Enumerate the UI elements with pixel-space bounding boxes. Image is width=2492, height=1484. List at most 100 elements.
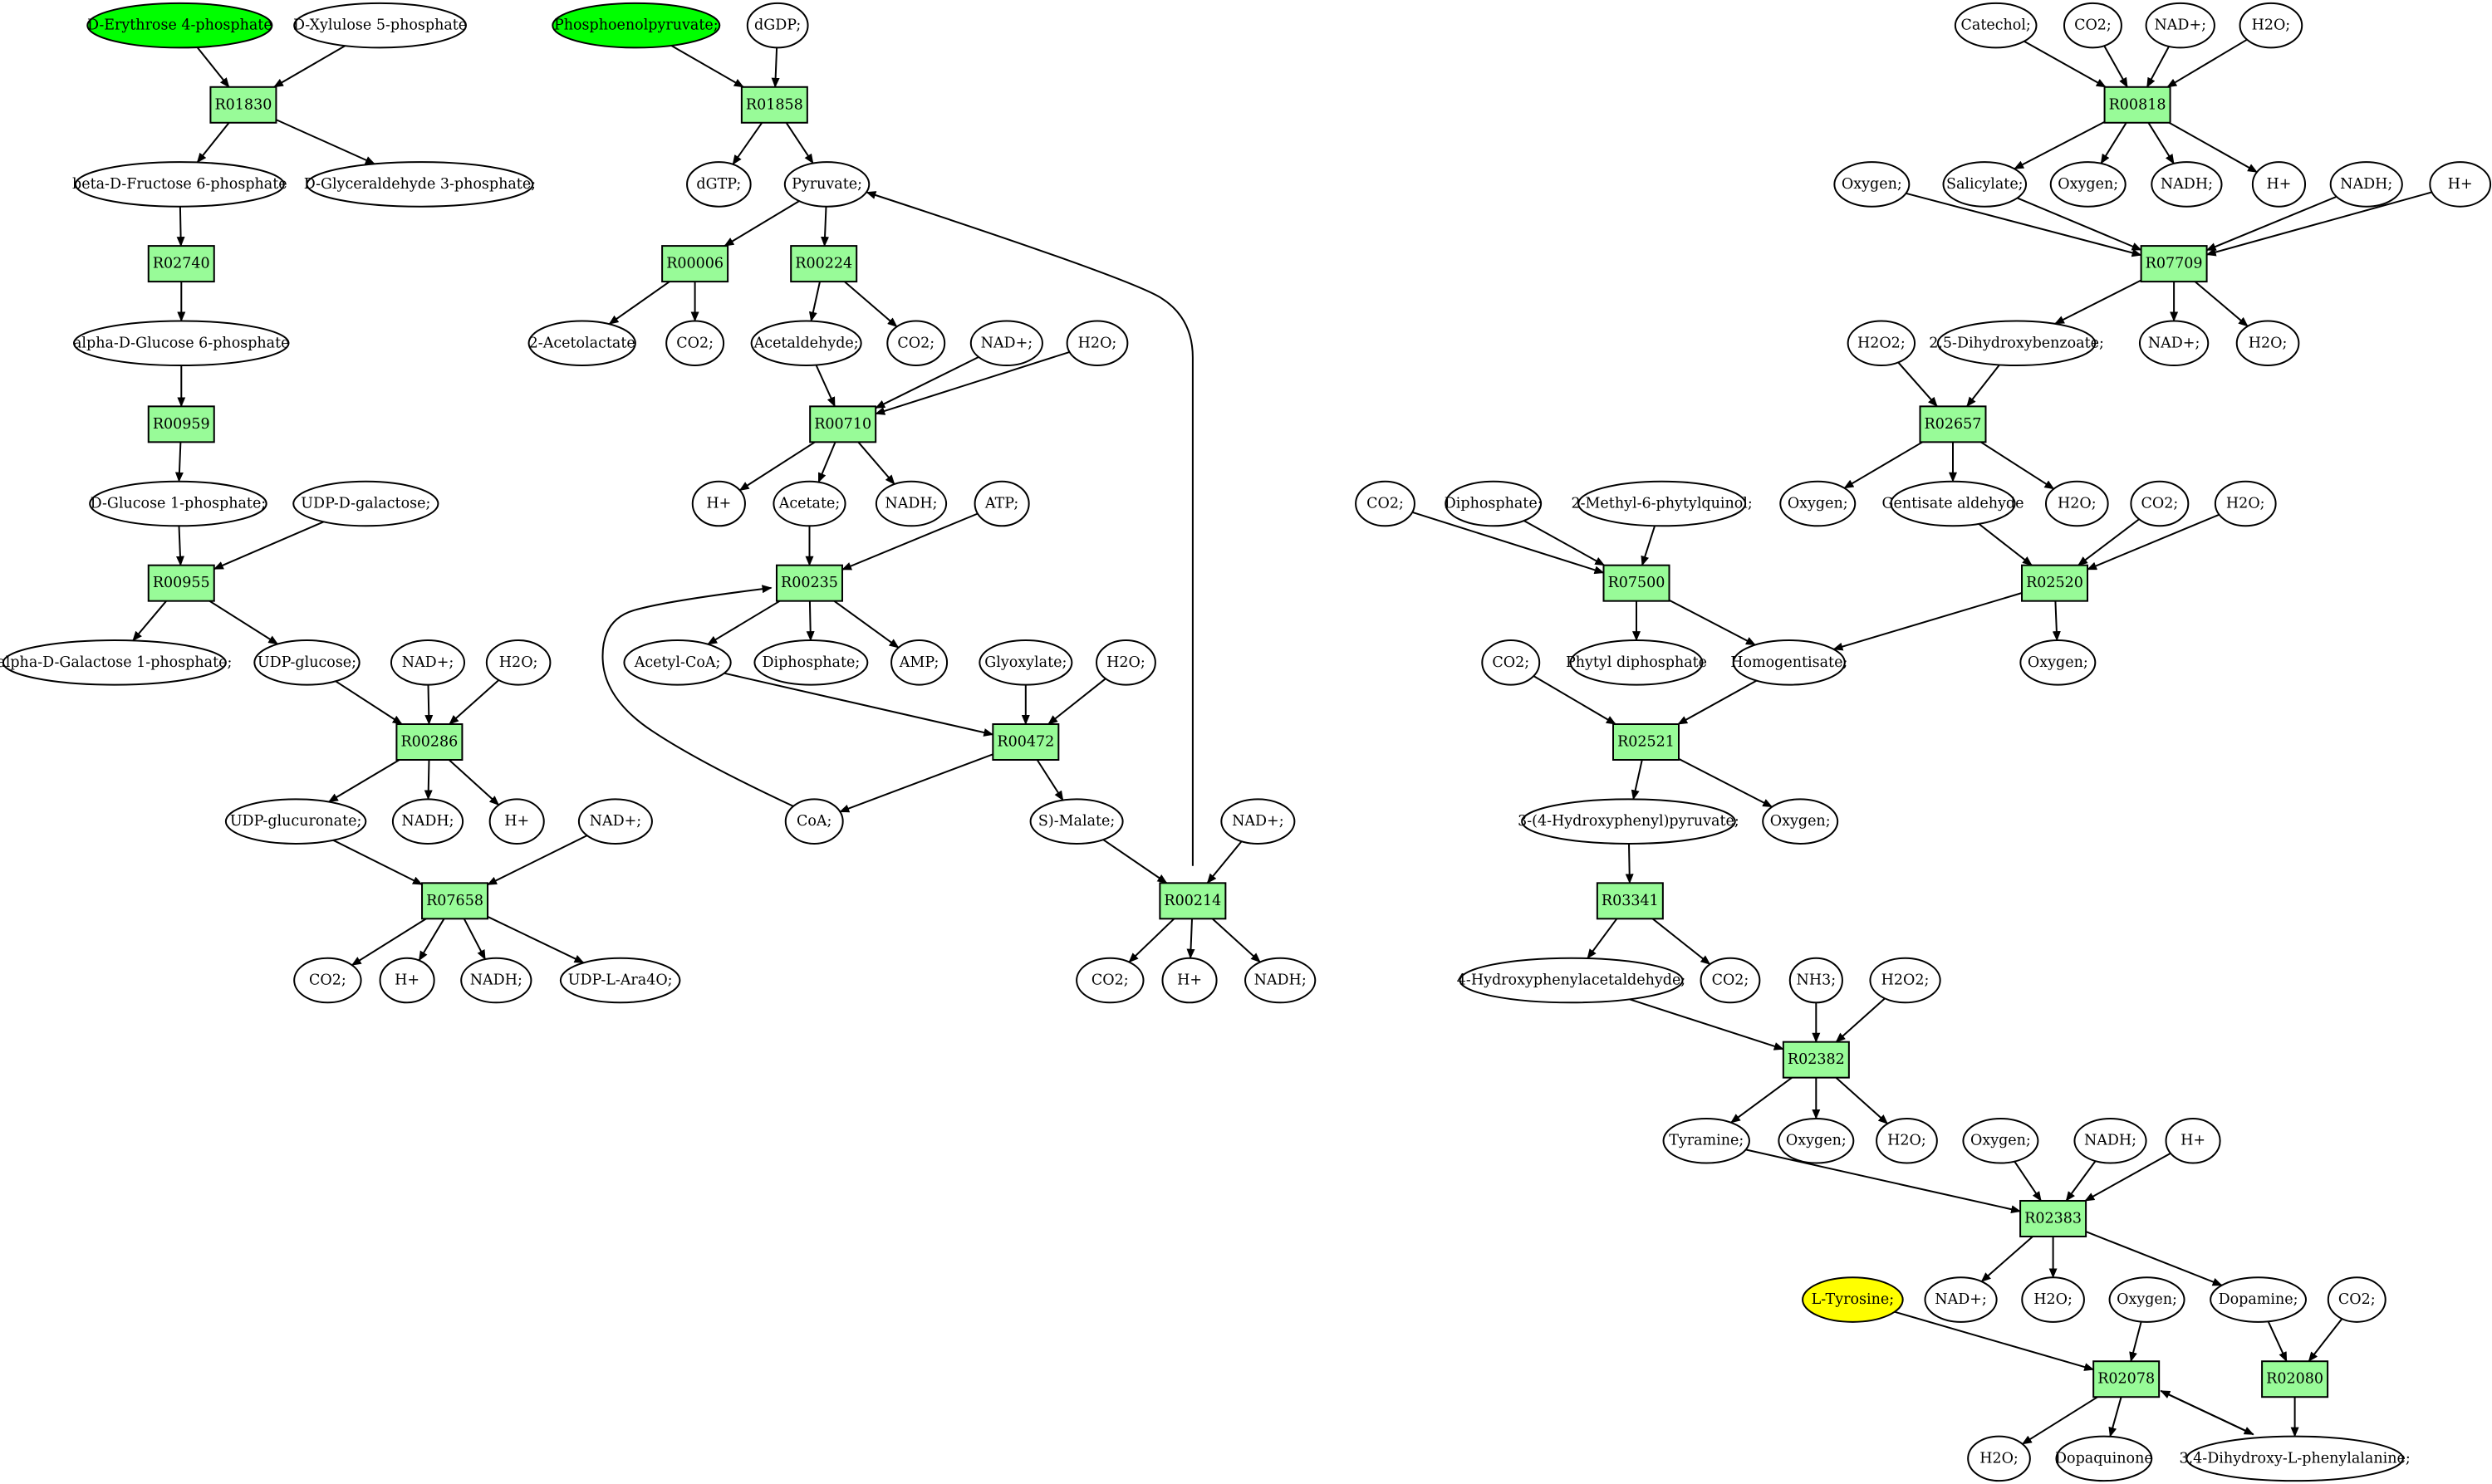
- metabolite-node-m_catechol[interactable]: Catechol;: [1954, 2, 2038, 49]
- metabolite-node-m_amp[interactable]: AMP;: [890, 639, 949, 686]
- metabolite-node-m_dhb[interactable]: 2,5-Dihydroxybenzoate;: [1929, 320, 2104, 367]
- reaction-node-R02383[interactable]: R02383: [2019, 1199, 2087, 1237]
- metabolite-node-m_oxy_1[interactable]: Oxygen;: [1833, 161, 1911, 208]
- metabolite-node-m_udpara[interactable]: UDP-L-Ara4O;: [559, 957, 681, 1004]
- metabolite-node-m_ppi_1[interactable]: Diphosphate;: [753, 639, 869, 686]
- metabolite-node-m_h_4[interactable]: H+: [1161, 957, 1218, 1004]
- reaction-node-R02521[interactable]: R02521: [1611, 723, 1680, 761]
- metabolite-node-m_oxy_3[interactable]: Oxygen;: [1779, 480, 1857, 527]
- reaction-node-R07709[interactable]: R07709: [2140, 245, 2208, 283]
- metabolite-node-m_gal1p[interactable]: alpha-D-Galactose 1-phosphate;: [0, 639, 232, 686]
- metabolite-node-m_acetate[interactable]: Acetate;: [773, 480, 846, 527]
- metabolite-node-m_h2o_10[interactable]: H2O;: [1967, 1435, 2031, 1482]
- metabolite-node-m_nad_7[interactable]: NAD+;: [1924, 1276, 1998, 1323]
- metabolite-node-m_co2_7[interactable]: CO2;: [1355, 480, 1415, 527]
- metabolite-node-m_nad_3[interactable]: NAD+;: [969, 320, 1043, 367]
- metabolite-node-m_dgdp[interactable]: dGDP;: [746, 2, 809, 49]
- metabolite-node-m_salicyl[interactable]: Salicylate;: [1942, 161, 2028, 208]
- metabolite-node-m_h2o_1[interactable]: H2O;: [485, 639, 552, 686]
- reaction-node-R00214[interactable]: R00214: [1159, 882, 1227, 920]
- metabolite-node-m_x5p[interactable]: D-Xylulose 5-phosphate: [293, 2, 467, 49]
- metabolite-node-m_oxy_8[interactable]: Oxygen;: [2108, 1276, 2185, 1323]
- metabolite-node-m_h2o2_1[interactable]: H2O2;: [1847, 320, 1916, 367]
- reaction-node-R01830[interactable]: R01830: [209, 86, 277, 124]
- metabolite-node-m_h2o_4[interactable]: H2O;: [2239, 2, 2303, 49]
- metabolite-node-m_dgtp[interactable]: dGTP;: [686, 161, 752, 208]
- reaction-node-R00224[interactable]: R00224: [790, 245, 858, 283]
- reaction-node-R00235[interactable]: R00235: [775, 564, 843, 602]
- metabolite-node-m_nadh_1[interactable]: NADH;: [391, 798, 464, 845]
- reaction-node-R02520[interactable]: R02520: [2021, 564, 2089, 602]
- metabolite-node-m_h2o_3[interactable]: H2O;: [1096, 639, 1156, 686]
- metabolite-node-m_mpq[interactable]: 2-Methyl-6-phytylquinol;: [1571, 480, 1753, 527]
- metabolite-node-m_dopaq[interactable]: Dopaquinone: [2055, 1435, 2153, 1482]
- metabolite-node-m_h2o_7[interactable]: H2O;: [2214, 480, 2277, 527]
- metabolite-node-m_co2_10[interactable]: CO2;: [2327, 1276, 2387, 1323]
- metabolite-node-m_nadh_6[interactable]: NADH;: [2329, 161, 2403, 208]
- metabolite-node-m_udpglcur[interactable]: UDP-glucuronate;: [224, 798, 367, 845]
- metabolite-node-m_g6p[interactable]: alpha-D-Glucose 6-phosphate: [73, 320, 290, 367]
- metabolite-node-m_g1p[interactable]: D-Glucose 1-phosphate;: [89, 480, 267, 527]
- metabolite-node-m_ldopa[interactable]: 3,4-Dihydroxy-L-phenylalanine;: [2179, 1435, 2411, 1482]
- metabolite-node-m_gentald[interactable]: Gentisate aldehyde: [1882, 480, 2024, 527]
- metabolite-node-m_co2_8[interactable]: CO2;: [1481, 639, 1541, 686]
- metabolite-node-m_g3p[interactable]: D-Glyceraldehyde 3-phosphate;: [304, 161, 536, 208]
- reaction-node-R02740[interactable]: R02740: [147, 245, 215, 283]
- reaction-node-R03341[interactable]: R03341: [1596, 882, 1664, 920]
- metabolite-node-m_dopamine[interactable]: Dopamine;: [2210, 1276, 2308, 1323]
- metabolite-node-m_h2o_8[interactable]: H2O;: [1876, 1117, 1938, 1164]
- metabolite-node-m_h2o_5[interactable]: H2O;: [2235, 320, 2300, 367]
- metabolite-node-m_malate[interactable]: S)-Malate;: [1029, 798, 1124, 845]
- metabolite-node-m_oxy_5[interactable]: Oxygen;: [1762, 798, 1839, 845]
- metabolite-node-m_co2_4[interactable]: CO2;: [1076, 957, 1145, 1004]
- metabolite-node-m_h2o_2[interactable]: H2O;: [1066, 320, 1129, 367]
- metabolite-node-m_atp[interactable]: ATP;: [974, 480, 1030, 527]
- metabolite-node-m_pyr[interactable]: Pyruvate;: [783, 161, 871, 208]
- metabolite-node-m_co2_5[interactable]: CO2;: [2063, 2, 2122, 49]
- metabolite-node-m_h_5[interactable]: H+: [2251, 161, 2307, 208]
- reaction-node-R00959[interactable]: R00959: [147, 405, 215, 443]
- metabolite-node-m_nad_2[interactable]: NAD+;: [577, 798, 653, 845]
- metabolite-node-m_nadh_2[interactable]: NADH;: [460, 957, 532, 1004]
- metabolite-node-m_h2o2_2[interactable]: H2O2;: [1869, 957, 1941, 1004]
- metabolite-node-m_nadh_7[interactable]: NADH;: [2073, 1117, 2147, 1164]
- metabolite-node-m_coa[interactable]: CoA;: [784, 798, 844, 845]
- metabolite-node-m_pep[interactable]: Phosphoenolpyruvate;: [552, 2, 721, 49]
- reaction-node-R02657[interactable]: R02657: [1919, 405, 1987, 443]
- metabolite-node-m_hpa[interactable]: 4-Hydroxyphenylacetaldehyde;: [1457, 957, 1685, 1004]
- metabolite-node-m_oxy_7[interactable]: Oxygen;: [1962, 1117, 2039, 1164]
- reaction-node-R02078[interactable]: R02078: [2092, 1360, 2161, 1398]
- metabolite-node-m_udpgal[interactable]: UDP-D-galactose;: [292, 480, 439, 527]
- metabolite-node-m_co2_6[interactable]: CO2;: [2130, 480, 2190, 527]
- metabolite-node-m_udpglc[interactable]: UDP-glucose;: [253, 639, 361, 686]
- reaction-node-R00286[interactable]: R00286: [395, 723, 464, 761]
- metabolite-node-m_co2_1[interactable]: CO2;: [293, 957, 362, 1004]
- reaction-node-R00818[interactable]: R00818: [2103, 86, 2171, 124]
- metabolite-node-m_h_3[interactable]: H+: [691, 480, 746, 527]
- metabolite-node-m_co2_9[interactable]: CO2;: [1700, 957, 1761, 1004]
- metabolite-node-m_h_1[interactable]: H+: [488, 798, 545, 845]
- metabolite-node-m_nadh_4[interactable]: NADH;: [1244, 957, 1317, 1004]
- metabolite-node-m_f6p[interactable]: beta-D-Fructose 6-phosphate: [72, 161, 287, 208]
- metabolite-node-m_glyox[interactable]: Glyoxylate;: [979, 639, 1073, 686]
- metabolite-node-m_oxy_4[interactable]: Oxygen;: [2019, 639, 2097, 686]
- reaction-node-R00472[interactable]: R00472: [992, 723, 1060, 761]
- metabolite-node-m_co2_3[interactable]: CO2;: [886, 320, 946, 367]
- metabolite-node-m_h2o_9[interactable]: H2O;: [2021, 1276, 2085, 1323]
- metabolite-node-m_tyramine[interactable]: Tyramine;: [1662, 1117, 1750, 1164]
- reaction-node-R00006[interactable]: R00006: [661, 245, 729, 283]
- reaction-node-R01858[interactable]: R01858: [740, 86, 808, 124]
- metabolite-node-m_nad_1[interactable]: NAD+;: [390, 639, 466, 686]
- metabolite-node-m_nad_4[interactable]: NAD+;: [1220, 798, 1296, 845]
- metabolite-node-m_e4p[interactable]: D-Erythrose 4-phosphate: [86, 2, 273, 49]
- metabolite-node-m_co2_2[interactable]: CO2;: [665, 320, 725, 367]
- reaction-node-R00710[interactable]: R00710: [809, 405, 877, 443]
- metabolite-node-m_accoa[interactable]: Acetyl-CoA;: [623, 639, 732, 686]
- metabolite-node-m_h2o_6[interactable]: H2O;: [2044, 480, 2109, 527]
- reaction-node-R07500[interactable]: R07500: [1602, 564, 1670, 602]
- metabolite-node-m_h_6[interactable]: H+: [2429, 161, 2492, 208]
- metabolite-node-m_oxy_6[interactable]: Oxygen;: [1778, 1117, 1855, 1164]
- metabolite-node-m_tyrosine[interactable]: L-Tyrosine;: [1802, 1276, 1904, 1323]
- metabolite-node-m_phytpp[interactable]: Phytyl diphosphate: [1566, 639, 1707, 686]
- metabolite-node-m_h_2[interactable]: H+: [379, 957, 435, 1004]
